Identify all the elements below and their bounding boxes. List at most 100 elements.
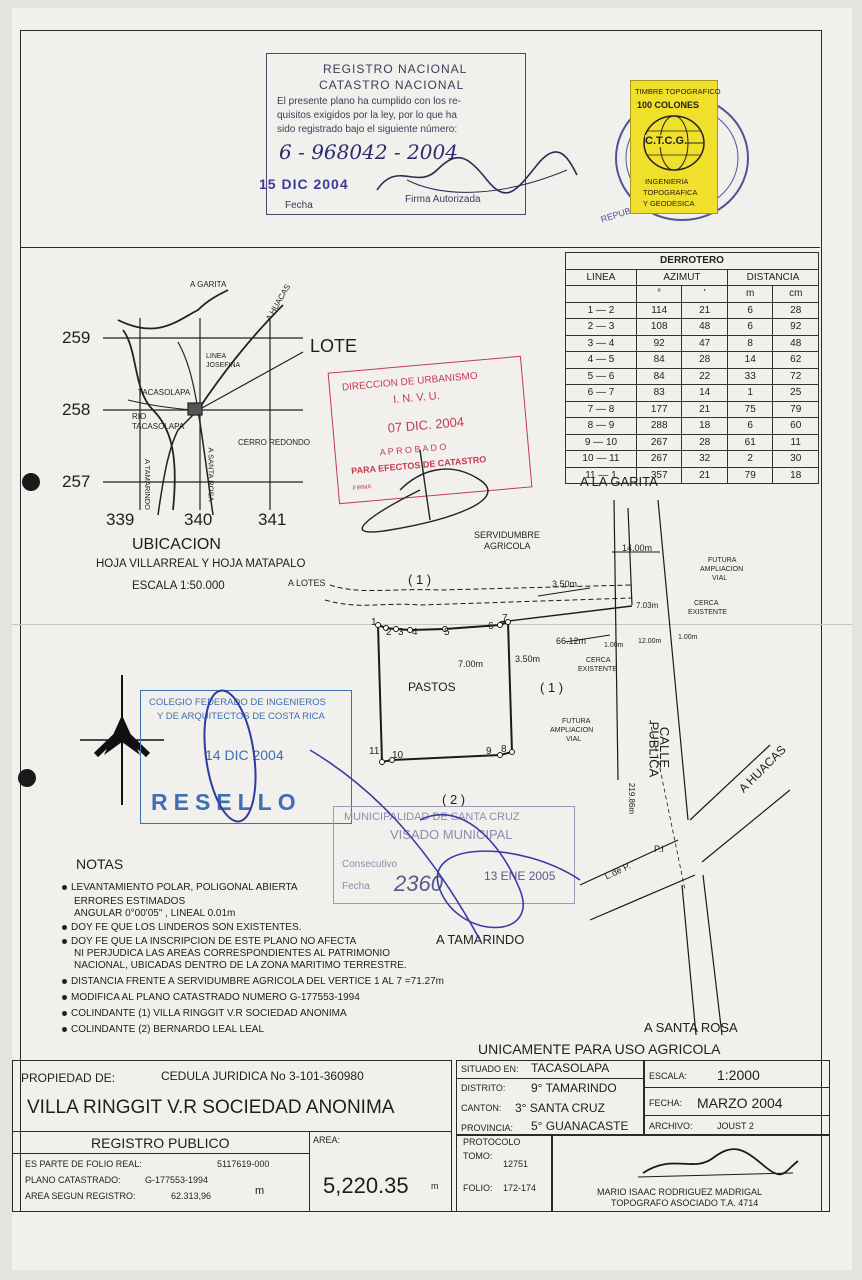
nota-text: ERRORES ESTIMADOS [74,896,186,907]
provincia-value: 5° GUANACASTE [531,1119,629,1133]
scale-divider-2 [645,1115,829,1116]
canton-value: 3° SANTA CRUZ [515,1101,605,1115]
derrotero-cell: 28 [772,301,819,319]
registro-title-1: REGISTRO NACIONAL [323,62,468,76]
bullet-icon [62,1010,67,1016]
registro-divider [309,1131,310,1211]
derrotero-subheader-min: ' [681,285,728,303]
timbre-line-1: TIMBRE TOPOGRAFICO [635,87,721,96]
canton-label: CANTON: [461,1103,502,1113]
scale-divider-1 [645,1087,829,1088]
nota-text: DOY FE QUE LA INSCRIPCION DE ESTE PLANO … [71,936,357,947]
plan-a-santa-rosa: A SANTA ROSA [644,1020,738,1035]
vertex-label: 11 [369,746,380,757]
derrotero-title: DERROTERO [565,252,819,270]
derrotero-cell: 2 — 3 [565,318,637,336]
derrotero-cell: 2 [726,450,774,468]
site-plan-drawing [324,499,791,1036]
derrotero-cell: 6 [726,417,774,435]
registro-publico-label: REGISTRO PUBLICO [91,1135,230,1151]
area-reg-value: 62.313,96 [171,1191,212,1201]
plan-futura-4: FUTURA [562,718,591,725]
propiedad-label: PROPIEDAD DE: [21,1071,116,1085]
tomo-label: TOMO: [463,1151,493,1161]
plan-d-100a: 1.00m [604,642,624,649]
derrotero-cell: 6 — 7 [565,384,637,402]
ubicacion-title: UBICACION [132,536,221,553]
derrotero-cell: 21 [681,301,728,319]
registro-fecha-label: Fecha [285,200,313,211]
coord-x-339: 339 [106,510,135,529]
area-label: AREA: [313,1135,341,1145]
nota-item: ERRORES ESTIMADOS [74,896,185,907]
derrotero-cell: 22 [681,367,728,385]
escala-value: 1:2000 [717,1067,760,1083]
derrotero-cell: 21 [681,400,728,418]
municipal-signature [309,749,581,941]
colegio-oval-mark [203,689,257,823]
derrotero-cell: 84 [635,367,683,385]
derrotero-cell: 62 [772,351,819,369]
derrotero-cell: 114 [635,301,683,319]
area-unit: m [431,1181,439,1191]
derrotero-cell: 288 [635,417,683,435]
derrotero-header-linea: LINEA [565,268,637,286]
derrotero-cell: 79 [772,400,819,418]
bullet-icon [62,924,67,930]
nota-item: ANGULAR 0°00'05" , LINEAL 0.01m [74,908,235,919]
vertex-label: 8 [501,744,507,755]
derrotero-cell: 8 — 9 [565,417,637,435]
nota-item: DOY FE QUE LA INSCRIPCION DE ESTE PLANO … [62,936,356,947]
bullet-icon [62,1026,67,1032]
plan-futura-1: FUTURA [708,557,737,564]
derrotero-cell: 9 — 10 [565,433,637,451]
tomo-value: 12751 [503,1159,529,1169]
ubicacion-hojas: HOJA VILLARREAL Y HOJA MATAPALO [96,558,306,570]
derrotero-subheader-blank [565,285,637,303]
plan-d-100b: 1.00m [678,634,698,641]
plano-label: PLANO CATASTRADO: [25,1175,121,1185]
bullet-icon [62,978,67,984]
plan-publica: PUBLICA [646,721,662,778]
map-label-a-santa-rosa: A SANTA ROSA [206,447,216,502]
plan-colindante-1b: ( 1 ) [540,680,564,695]
bullet-icon [62,994,67,1000]
location-map-graphic [103,289,304,516]
derrotero-subheader-cm: cm [772,285,819,303]
plan-futura-2: AMPLIACION [700,566,744,573]
area-value: 5,220.35 [323,1173,409,1198]
titleblock-protocolo-box: PROTOCOLO TOMO: 12751 FOLIO: 172-174 [456,1134,552,1212]
titleblock-location-box: SITUADO EN: TACASOLAPA DISTRITO: 9° TAMA… [456,1060,644,1136]
derrotero-header-azimut: AZIMUT [635,268,728,286]
north-arrow-icon [80,675,164,805]
survey-plan-sheet [12,8,852,1270]
vertex-label: 7 [502,613,508,624]
derrotero-cell: 83 [635,384,683,402]
plan-d-6612: 66.12m [556,636,587,646]
surveyor-signature [637,1148,799,1178]
plan-cerca-2: EXISTENTE [688,609,727,616]
nota-text: ANGULAR 0°00'05" , LINEAL 0.01m [74,908,236,919]
titleblock-surveyor-box: MARIO ISAAC RODRIGUEZ MADRIGAL TOPOGRAFO… [552,1134,830,1212]
timbre-line-4: TOPOGRAFICA [643,188,698,197]
plan-cerca-3: CERCA [586,657,611,664]
location-map: 259 258 257 339 340 341 A GARITA A HUACA… [58,280,357,600]
invu-signature [361,449,489,533]
derrotero-header-distancia: DISTANCIA [726,268,820,286]
derrotero-cell: 79 [726,466,774,484]
vertex-label: 6 [488,621,494,632]
plan-agricola: AGRICOLA [484,541,531,551]
derrotero-cell: 1 [726,384,774,402]
timbre-line-2: 100 COLONES [637,100,700,110]
owner-name: VILLA RINGGIT V.R SOCIEDAD ANONIMA [27,1097,395,1118]
derrotero-cell: 6 [726,318,774,336]
plan-a-la-garita: A LA GARITA [580,474,658,489]
nota-item: NI PERJUDICA LAS AREAS CORRESPONDIENTES … [74,948,390,959]
registro-signature [376,151,578,194]
